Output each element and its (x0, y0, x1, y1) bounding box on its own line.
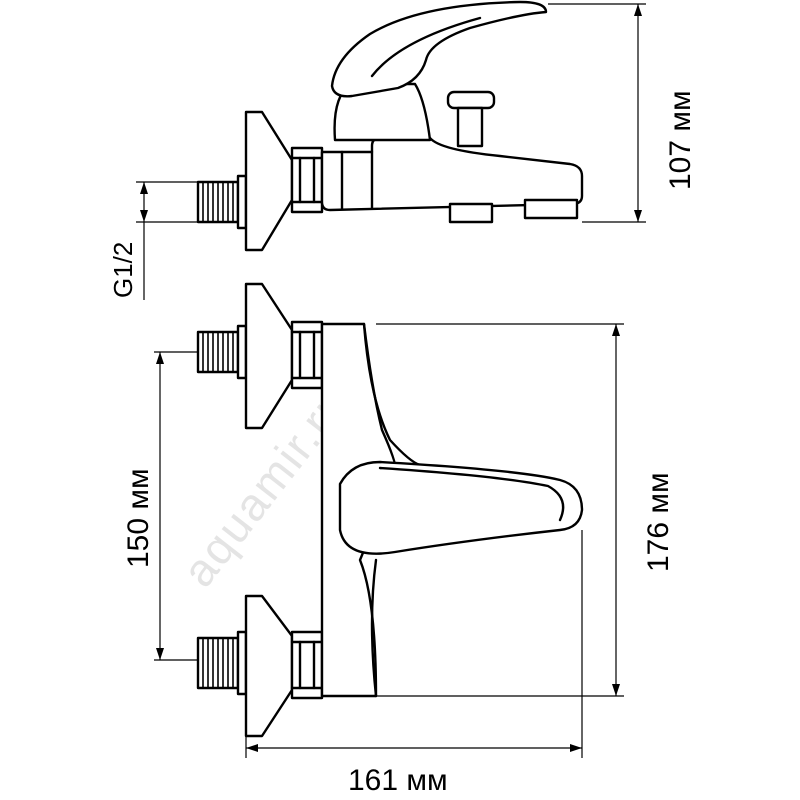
height-front-label: 176 мм (642, 472, 675, 572)
front-lower-flange (244, 594, 294, 738)
side-view (196, 0, 584, 252)
side-diverter-knob (446, 90, 496, 148)
height-top-label: 107 мм (664, 90, 697, 190)
front-upper-inlet (196, 324, 248, 380)
side-lever (330, 0, 548, 98)
side-hex-nut (290, 146, 324, 214)
thread-label: G1/2 (108, 242, 138, 298)
dimension-height-front: 176 мм (376, 323, 675, 697)
side-thread-inlet (196, 174, 248, 230)
side-flange (244, 110, 294, 252)
front-view (196, 282, 584, 738)
dimension-height-top: 107 мм (548, 3, 697, 223)
width-label: 161 мм (348, 764, 448, 797)
front-upper-hex-nut (290, 320, 324, 390)
front-lower-hex-nut (290, 630, 324, 700)
dimension-width: 161 мм (245, 530, 583, 797)
side-outlet-right (523, 198, 579, 220)
center-distance-label: 150 мм (122, 468, 155, 568)
side-outlet-left (448, 202, 494, 224)
dimension-center-distance: 150 мм (122, 351, 198, 661)
front-lever (338, 460, 584, 555)
dimension-thread: G1/2 (108, 181, 198, 300)
side-cartridge (333, 82, 432, 142)
front-lower-inlet (196, 630, 248, 696)
front-upper-flange (244, 282, 294, 430)
